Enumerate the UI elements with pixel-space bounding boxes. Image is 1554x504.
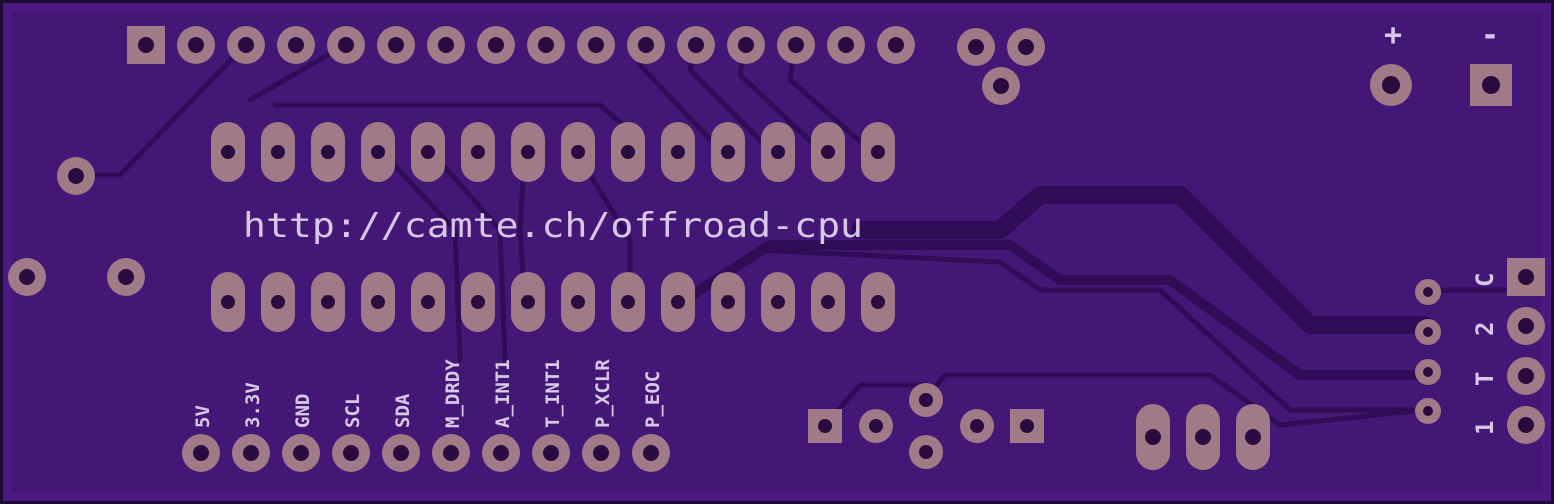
right-connector: C 2 T 1 <box>1471 258 1545 444</box>
pin-label: P_EOC <box>642 371 664 428</box>
pin-label: GND <box>292 394 314 428</box>
power-bus-trace <box>851 186 1434 334</box>
power-terminal: + - <box>1370 18 1512 106</box>
trace-hdr-left-2 <box>247 42 348 103</box>
left-pads <box>8 157 145 296</box>
dip-socket-bottom-row <box>211 272 895 332</box>
pin-label: M_DRDY <box>442 359 464 428</box>
pin-label: A_INT1 <box>492 359 514 428</box>
pin-label: T_INT1 <box>542 359 564 428</box>
conn-label: 2 <box>1471 322 1499 336</box>
top-header <box>127 26 915 64</box>
regulator-pads <box>957 28 1045 105</box>
signal-trace-1 <box>687 247 1428 413</box>
power-bus-trace-2 <box>695 240 1430 380</box>
power-label-plus: + <box>1384 18 1402 53</box>
pin-label: 5V <box>192 405 214 428</box>
url-silkscreen: http://camte.ch/offroad-cpu <box>243 206 863 246</box>
conn-label: 1 <box>1471 421 1499 435</box>
trace-bottom-2 <box>922 372 1428 428</box>
pin-label: SDA <box>392 393 414 428</box>
conn-label: T <box>1471 372 1499 386</box>
trace-chip-1 <box>377 147 463 363</box>
trace-chip-2 <box>427 147 508 363</box>
power-label-minus: - <box>1481 18 1499 53</box>
sensor-pads <box>808 383 1044 469</box>
pin-label: 3.3V <box>242 382 264 428</box>
header-drills <box>188 37 904 53</box>
transistor-pads <box>1136 404 1270 470</box>
conn-label: C <box>1471 273 1499 287</box>
small-vias <box>1415 279 1441 424</box>
pin-label: SCL <box>342 394 364 428</box>
pin-label: P_XCLR <box>592 359 614 428</box>
bottom-header: 5V 3.3V GND SCL SDA M_DRDY A_INT1 T_INT1… <box>182 359 670 472</box>
dip-socket-top-row <box>211 122 895 182</box>
header-pad-drill <box>138 37 154 53</box>
